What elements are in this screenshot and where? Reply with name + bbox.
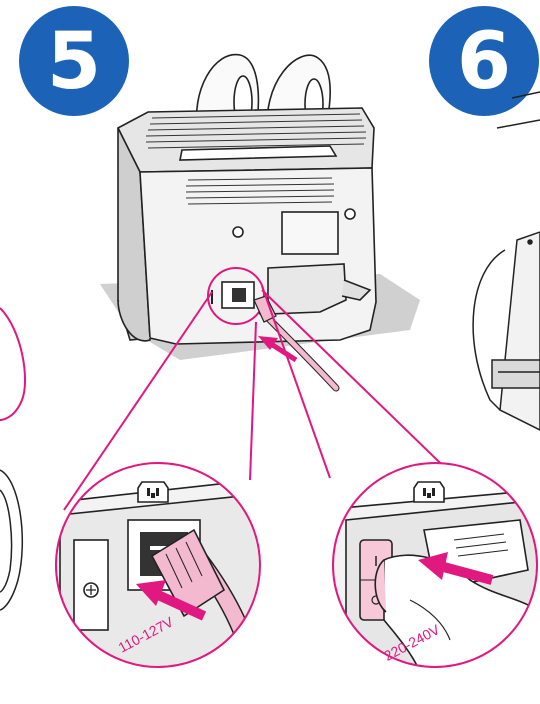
step-5-number: 5 bbox=[47, 17, 101, 107]
inset-110-127v: 110-127V bbox=[30, 463, 300, 700]
power-socket-icon bbox=[138, 482, 168, 502]
step-6-badge: 6 bbox=[429, 6, 539, 116]
step-6-printer-illustration bbox=[473, 92, 540, 430]
ground-symbol-icon bbox=[84, 583, 98, 597]
step-5-badge: 5 bbox=[19, 6, 129, 116]
power-socket-icon bbox=[414, 482, 444, 502]
step-6-number: 6 bbox=[457, 17, 511, 107]
previous-step-remnant bbox=[0, 308, 25, 610]
inset-220-240v: 220-240V bbox=[320, 463, 540, 700]
